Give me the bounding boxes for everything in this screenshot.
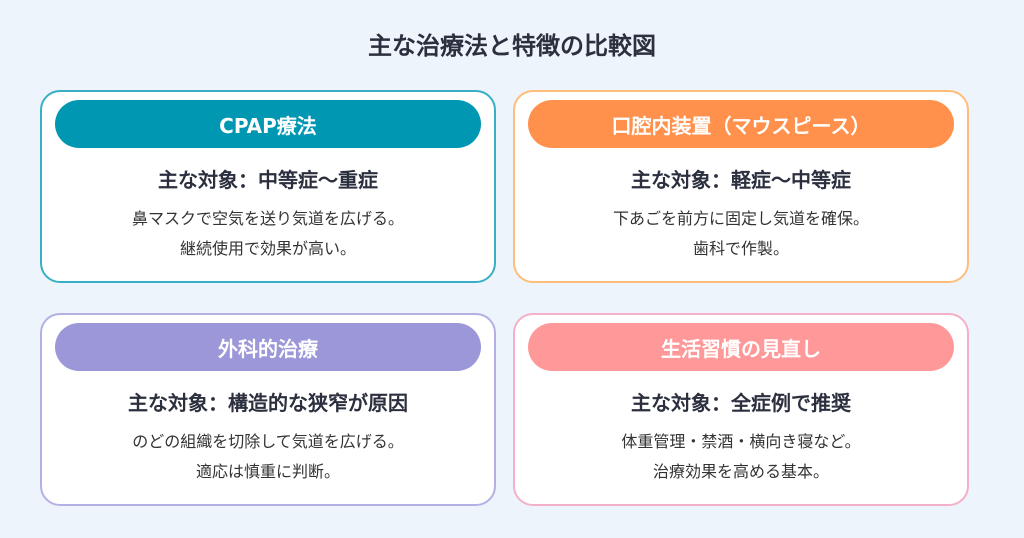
description-line: 適応は慎重に判断。	[195, 462, 340, 481]
card-surgery: 外科的治療 主な対象：構造的な狭窄が原因 のどの組織を切除して気道を広げる。 適…	[40, 313, 496, 506]
card-target: 主な対象：全症例で推奨	[631, 391, 851, 415]
description-line: のどの組織を切除して気道を広げる。	[132, 432, 404, 451]
card-target: 主な対象：軽症〜中等症	[631, 168, 851, 192]
card-lifestyle: 生活習慣の見直し 主な対象：全症例で推奨 体重管理・禁酒・横向き寝など。 治療効…	[513, 313, 969, 506]
card-description: 体重管理・禁酒・横向き寝など。 治療効果を高める基本。	[515, 427, 967, 487]
card-header: CPAP療法	[55, 100, 481, 148]
card-cpap: CPAP療法 主な対象：中等症〜重症 鼻マスクで空気を送り気道を広げる。 継続使…	[40, 90, 496, 283]
card-header: 外科的治療	[55, 323, 481, 371]
description-line: 治療効果を高める基本。	[652, 462, 829, 481]
description-line: 歯科で作製。	[692, 239, 789, 258]
page-title: 主な治療法と特徴の比較図	[368, 32, 656, 60]
card-target: 主な対象：構造的な狭窄が原因	[128, 391, 408, 415]
description-line: 継続使用で効果が高い。	[179, 239, 356, 258]
card-header: 口腔内装置（マウスピース）	[528, 100, 954, 148]
card-header: 生活習慣の見直し	[528, 323, 954, 371]
card-description: 鼻マスクで空気を送り気道を広げる。 継続使用で効果が高い。	[42, 204, 494, 264]
card-description: 下あごを前方に固定し気道を確保。 歯科で作製。	[515, 204, 967, 264]
description-line: 下あごを前方に固定し気道を確保。	[612, 209, 869, 228]
card-oral-appliance: 口腔内装置（マウスピース） 主な対象：軽症〜中等症 下あごを前方に固定し気道を確…	[513, 90, 969, 283]
card-description: のどの組織を切除して気道を広げる。 適応は慎重に判断。	[42, 427, 494, 487]
description-line: 鼻マスクで空気を送り気道を広げる。	[131, 209, 404, 228]
card-target: 主な対象：中等症〜重症	[158, 168, 378, 192]
description-line: 体重管理・禁酒・横向き寝など。	[621, 432, 861, 451]
